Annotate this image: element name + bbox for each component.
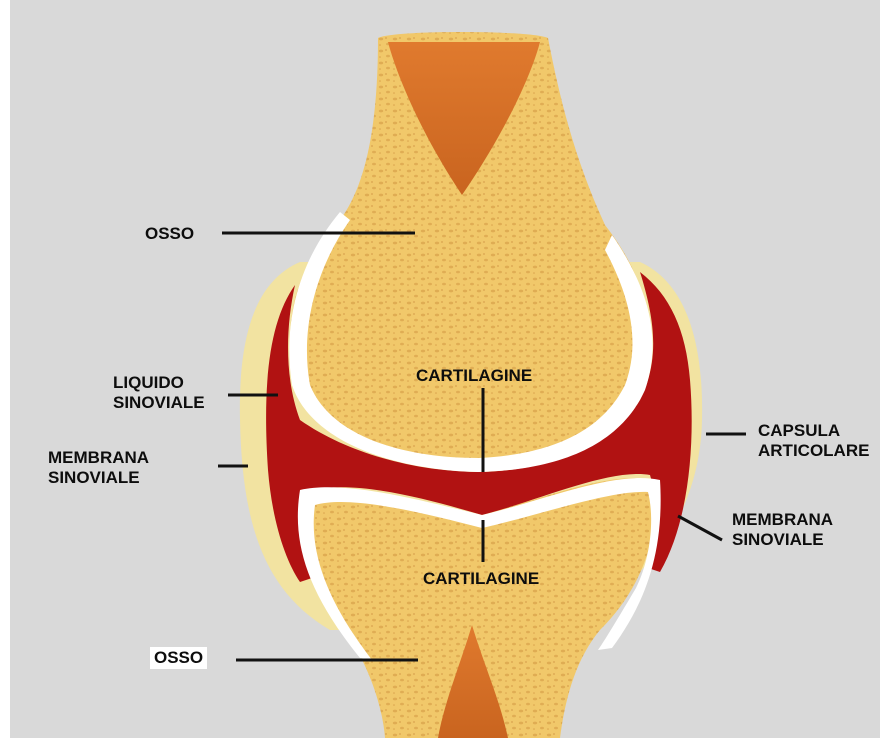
label-joint-capsule-line2: ARTICOLARE xyxy=(758,441,869,461)
label-synovial-membrane-left-line2: SINOVIALE xyxy=(48,468,149,488)
label-synovial-fluid-line2: SINOVIALE xyxy=(113,393,205,413)
label-cartilage-bottom: CARTILAGINE xyxy=(423,569,539,589)
label-joint-capsule-line1: CAPSULA xyxy=(758,421,869,441)
label-synovial-membrane-right: MEMBRANA SINOVIALE xyxy=(732,510,833,550)
label-synovial-membrane-left: MEMBRANA SINOVIALE xyxy=(48,448,149,488)
label-bone-top: OSSO xyxy=(145,224,194,244)
label-bone-bottom: OSSO xyxy=(150,647,207,669)
label-synovial-fluid: LIQUIDO SINOVIALE xyxy=(113,373,205,413)
label-joint-capsule: CAPSULA ARTICOLARE xyxy=(758,421,869,461)
label-synovial-membrane-right-line1: MEMBRANA xyxy=(732,510,833,530)
label-synovial-membrane-left-line1: MEMBRANA xyxy=(48,448,149,468)
label-synovial-fluid-line1: LIQUIDO xyxy=(113,373,205,393)
label-synovial-membrane-right-line2: SINOVIALE xyxy=(732,530,833,550)
label-cartilage-top: CARTILAGINE xyxy=(416,366,532,386)
white-border xyxy=(0,0,10,738)
